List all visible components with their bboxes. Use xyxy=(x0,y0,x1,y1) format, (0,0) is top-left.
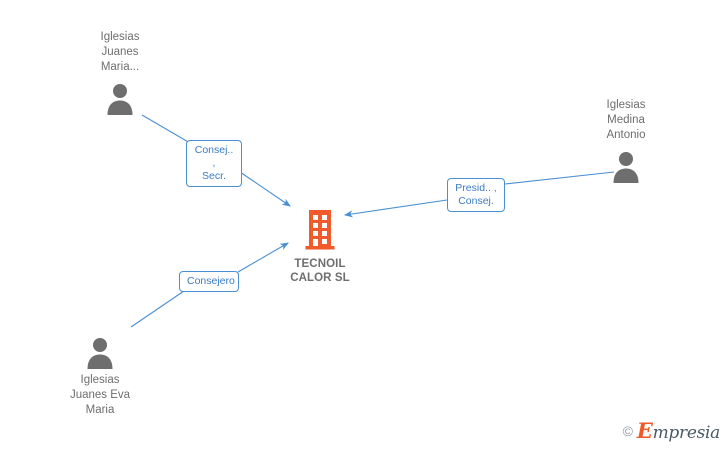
person-node-iglesias-juanes-eva-maria[interactable]: Iglesias Juanes Eva Maria xyxy=(30,335,170,418)
person-icon xyxy=(613,152,639,183)
brand-label: Empresia xyxy=(637,420,720,442)
company-node-tecnoil-calor-sl[interactable]: TECNOIL CALOR SL xyxy=(260,209,380,285)
brand-rest: mpresia xyxy=(652,423,721,443)
edge-label-to-company-antonio xyxy=(343,199,448,218)
edge-label-to-company-maria xyxy=(239,171,291,207)
person-node-iglesias-medina-antonio[interactable]: Iglesias Medina Antonio xyxy=(556,98,696,183)
person-name-label: Iglesias Juanes Maria... xyxy=(100,31,140,73)
person-node-iglesias-juanes-maria[interactable]: Iglesias Juanes Maria... xyxy=(50,30,190,115)
copyright-icon: © xyxy=(622,423,633,439)
brand-initial: E xyxy=(636,418,653,443)
edge-label-to-company-eva xyxy=(237,242,289,273)
edge-maria-to-label xyxy=(141,114,191,144)
edge-antonio-to-label xyxy=(504,171,615,185)
relation-label-consejero[interactable]: Consejero xyxy=(179,271,239,292)
person-icon xyxy=(87,338,113,369)
relation-label-presid-consej[interactable]: Presid.. , Consej. xyxy=(447,178,505,212)
person-icon xyxy=(107,84,133,115)
relation-label-consej-secr[interactable]: Consej.. , Secr. xyxy=(186,140,242,187)
edge-eva-to-label xyxy=(130,290,185,328)
person-name-label: Iglesias Medina Antonio xyxy=(606,99,646,141)
company-name-label: TECNOIL CALOR SL xyxy=(290,258,350,284)
empresia-watermark: © Empresia xyxy=(622,420,721,442)
person-name-label: Iglesias Juanes Eva Maria xyxy=(69,374,131,416)
office-building-icon xyxy=(305,210,335,250)
